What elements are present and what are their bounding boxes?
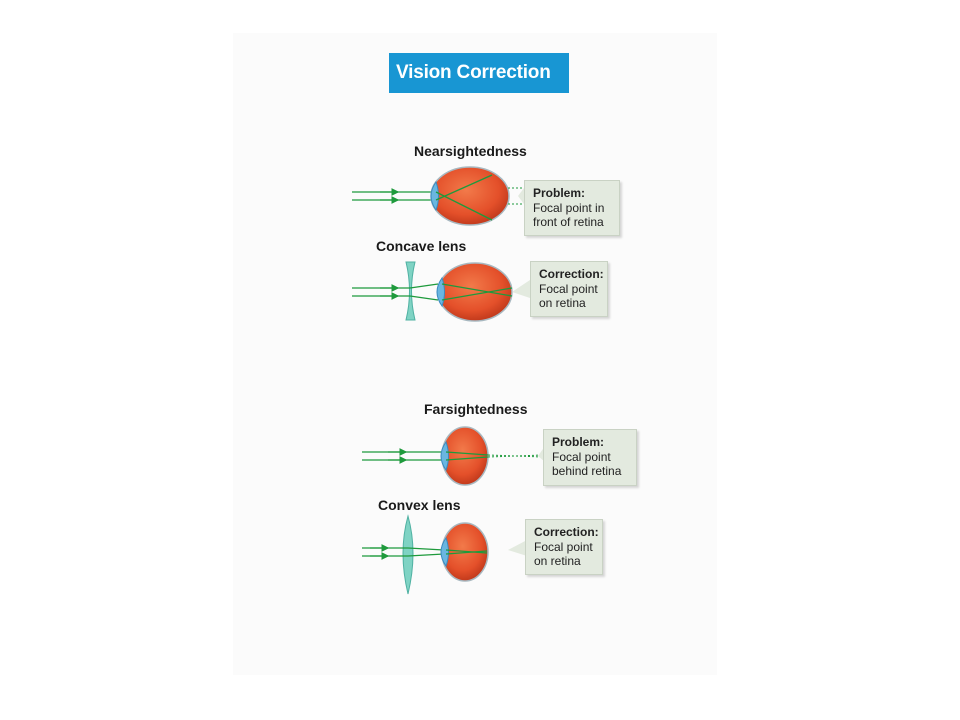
refracted-ray: [445, 451, 489, 456]
heading-farsightedness: Farsightedness: [424, 401, 528, 417]
heading-concave-lens: Concave lens: [376, 238, 467, 254]
refracted-ray: [445, 456, 489, 461]
callout-problem-nearsightedness: Problem: Focal point in front of retina: [524, 180, 620, 236]
callout-correction-convex: Correction: Focal point on retina: [525, 519, 603, 575]
callout-pointer: [518, 188, 524, 204]
refracted-ray: [435, 174, 493, 201]
callout-text: Focal point in front of retina: [533, 200, 605, 230]
callout-pointer: [512, 280, 530, 298]
concave-lens: [405, 261, 416, 321]
nearsighted-eye-diagram: [352, 166, 524, 226]
convex-lens-diagram: [362, 514, 527, 595]
callout-title: Correction:: [539, 267, 604, 281]
heading-convex-lens: Convex lens: [378, 497, 461, 513]
refracted-ray: [441, 283, 513, 297]
callout-title: Problem:: [552, 435, 605, 449]
callout-correction-concave: Correction: Focal point on retina: [530, 261, 608, 317]
heading-nearsightedness: Nearsightedness: [414, 143, 527, 159]
refracted-ray: [445, 549, 488, 554]
cornea-lens: [440, 440, 449, 472]
page-title: Vision Correction: [389, 53, 569, 93]
cornera-lens: [430, 180, 439, 212]
concave-lens-diagram: [352, 261, 530, 322]
callout-title: Correction:: [534, 525, 599, 539]
callout-text: Focal point on retina: [534, 539, 593, 569]
cornea-lens: [440, 536, 449, 568]
callout-text: Focal point on retina: [539, 281, 598, 311]
callout-text: Focal point behind retina: [552, 449, 622, 479]
callout-title: Problem:: [533, 186, 586, 200]
refracted-ray: [445, 550, 488, 555]
callout-problem-farsightedness: Problem: Focal point behind retina: [543, 429, 637, 486]
convex-lens: [402, 514, 414, 595]
eyeball: [437, 262, 513, 322]
cornea-lens: [436, 276, 445, 308]
refracted-ray: [435, 191, 493, 221]
farsighted-eye-diagram: [362, 426, 545, 486]
callout-pointer: [508, 540, 527, 556]
refracted-ray: [441, 287, 513, 301]
